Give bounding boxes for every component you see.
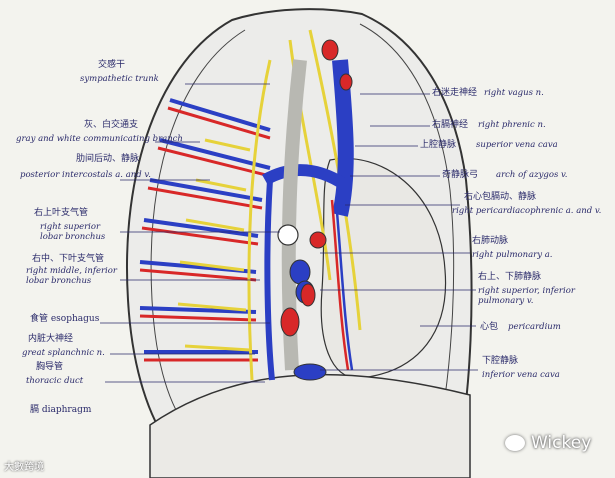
label-splanchnic-cn: 内脏大神经 [28,334,73,344]
label-communicating-branch-cn: 灰、白交通支 [84,120,138,130]
bronchus [278,225,298,245]
label-phrenic-cn: 右膈神经 [432,120,468,130]
label-azygos-en: arch of azygos v. [496,170,568,180]
label-superior-bronchus-en: right superior lobar bronchus [40,222,118,242]
watermark-right-text: Wickey [531,433,591,453]
label-phrenic-en: right phrenic n. [478,120,546,130]
label-sympathetic-trunk-cn: 交感干 [98,60,125,70]
label-middle-inferior-bronchus-cn: 右中、下叶支气管 [32,254,104,264]
label-pericardium-en: pericardium [508,322,561,332]
label-thoracic-duct-cn: 胸导管 [36,362,63,372]
label-intercostal-cn: 肋间后动、静脉 [76,154,139,164]
label-intercostal-en: posterior intercostals a. and v. [20,170,151,180]
label-ivc-en: inferior vena cava [482,370,560,380]
label-pericardiacophrenic-en: right pericardiacophrenic a. and v. [452,206,612,216]
label-splanchnic-en: great splanchnic n. [22,348,105,358]
label-pericardium-cn: 心包 [480,322,498,332]
label-pulmonary-veins-en: right superior, inferior pulmonary v. [478,286,610,306]
label-communicating-branch-en: gray and white communicating branch [16,134,183,144]
label-ivc-cn: 下腔静脉 [482,356,518,366]
label-thoracic-duct-en: thoracic duct [26,376,83,386]
apex-artery [322,40,338,60]
label-azygos-cn: 奇静脉弓 [442,170,478,180]
watermark-right: Wickey [505,433,591,453]
chat-bubble-icon [505,435,525,451]
label-sympathetic-trunk-en: sympathetic trunk [80,74,159,84]
hilum-artery-lower [281,308,299,336]
pulmonary-artery [310,232,326,248]
inferior-vena-cava [294,364,326,380]
pulmonary-vein-superior [290,260,310,284]
label-svc-en: superior vena cava [476,140,558,150]
watermark-left: 大數跨境 [4,458,44,473]
label-vagus-en: right vagus n. [484,88,544,98]
label-middle-inferior-bronchus-en: right middle, inferior lobar bronchus [26,266,118,286]
label-pulmonary-veins-cn: 右上、下肺静脉 [478,272,541,282]
label-superior-bronchus-cn: 右上叶支气管 [34,208,88,218]
label-esophagus: 食管 esophagus [30,314,99,324]
label-svc-cn: 上腔静脉 [420,140,456,150]
label-pulmonary-artery-cn: 右肺动脉 [472,236,508,246]
label-diaphragm: 膈 diaphragm [30,405,91,415]
label-vagus-cn: 右迷走神经 [432,88,477,98]
hilum-artery-upper [301,284,315,306]
label-pericardiacophrenic-cn: 右心包膈动、静脉 [464,192,536,202]
label-pulmonary-artery-en: right pulmonary a. [472,250,553,260]
